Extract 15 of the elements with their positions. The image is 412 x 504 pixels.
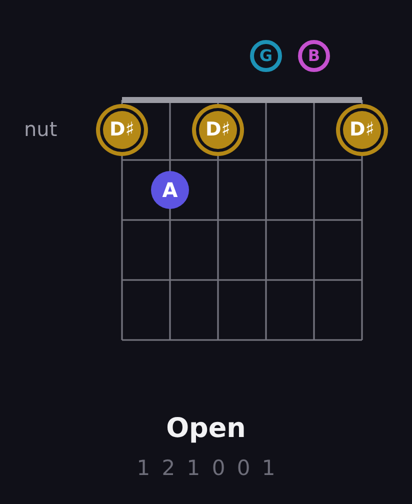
root-note-marker	[336, 104, 388, 156]
note-name: A	[162, 180, 178, 200]
nut-label: nut	[24, 118, 58, 141]
open-string-marker	[298, 40, 330, 72]
open-string-marker	[250, 40, 282, 72]
fingering-numbers: 1 2 1 0 0 1	[136, 456, 278, 480]
note-name: G	[259, 48, 273, 64]
note-name: D♯	[350, 120, 374, 140]
note-name: D♯	[110, 120, 134, 140]
chord-title: Open	[166, 413, 246, 444]
root-note-marker	[96, 104, 148, 156]
root-note-marker	[192, 104, 244, 156]
note-name: D♯	[206, 120, 230, 140]
fretted-note-marker	[151, 171, 189, 209]
note-name: B	[308, 48, 320, 64]
